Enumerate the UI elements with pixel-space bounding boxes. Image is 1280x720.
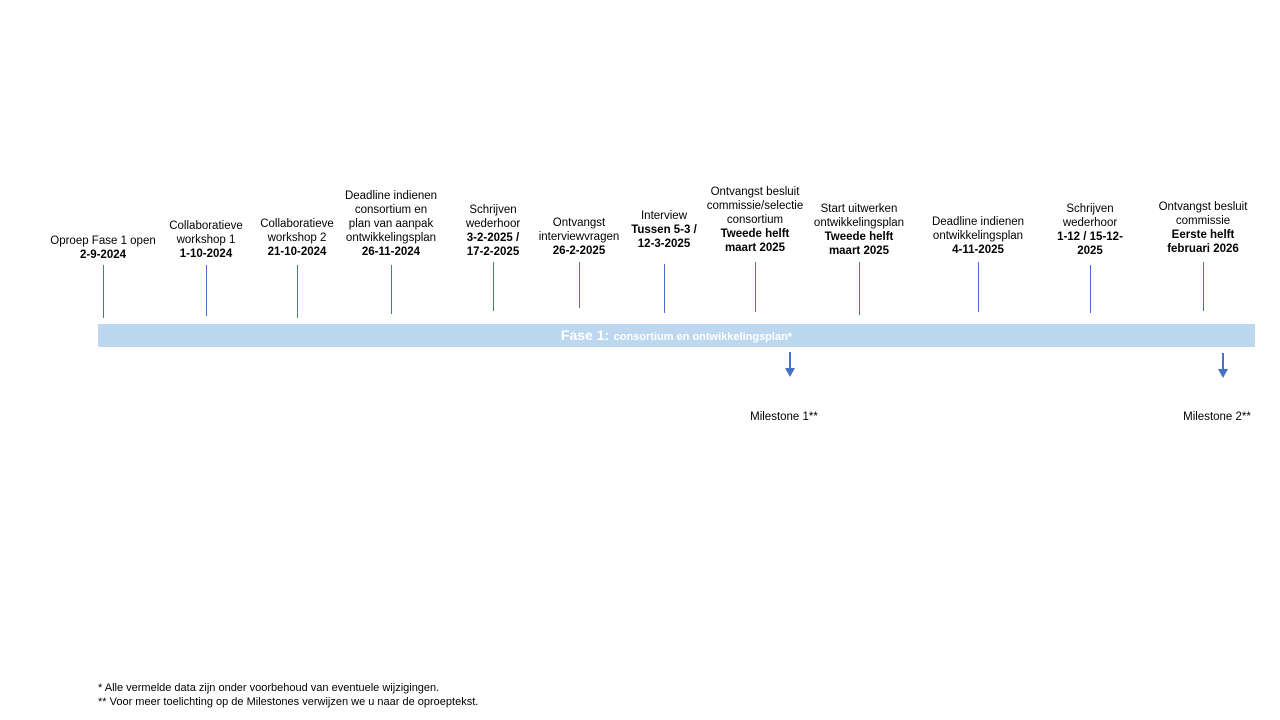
event-tick <box>1090 265 1091 313</box>
event-date: 26-2-2025 <box>552 245 606 257</box>
timeline-event: Oproep Fase 1 open 2-9-2024 <box>43 234 163 262</box>
event-label: Deadline indienen ontwikkelingsplan <box>931 216 1025 242</box>
event-label: Ontvangst besluit commissie <box>1158 201 1248 227</box>
event-tick <box>664 264 665 313</box>
event-label: Interview <box>640 210 688 222</box>
event-label: Deadline indienen consortium en plan van… <box>344 190 438 244</box>
event-date: Eerste helft februari 2026 <box>1167 229 1239 255</box>
phase-bar: Fase 1: consortium en ontwikkelingsplan* <box>98 324 1255 347</box>
event-label: Collaboratieve workshop 1 <box>169 220 243 246</box>
event-date: 1-10-2024 <box>179 248 233 260</box>
milestone-label: Milestone 2** <box>1183 411 1251 423</box>
event-tick <box>859 262 860 315</box>
timeline-event: Deadline indienen ontwikkelingsplan 4-11-… <box>918 215 1038 257</box>
event-label: Ontvangst besluit commissie/selectie con… <box>706 186 804 226</box>
event-date: Tweede helft maart 2025 <box>720 228 790 254</box>
event-label: Schrijven wederhoor <box>1062 203 1118 229</box>
event-tick <box>1203 262 1204 311</box>
phase-subtitle: consortium en ontwikkelingsplan* <box>613 331 793 343</box>
milestone-arrow <box>784 352 796 377</box>
event-label: Collaboratieve workshop 2 <box>260 218 334 244</box>
event-label: Oproep Fase 1 open <box>50 235 156 247</box>
timeline-event: Collaboratieve workshop 2 21-10-2024 <box>237 217 357 259</box>
event-date: 3-2-2025 / 17-2-2025 <box>466 232 520 258</box>
timeline-event: Collaboratieve workshop 1 1-10-2024 <box>146 219 266 261</box>
event-date: 2-9-2024 <box>79 249 127 261</box>
event-tick <box>493 262 494 311</box>
event-label: Schrijven wederhoor <box>465 204 521 230</box>
milestone-arrow <box>1217 353 1229 378</box>
event-date: 4-11-2025 <box>952 244 1004 256</box>
event-label: Ontvangst interviewvragen <box>538 217 620 243</box>
event-date: Tweede helft maart 2025 <box>824 231 894 257</box>
milestone-label: Milestone 1** <box>750 411 818 423</box>
event-date: 26-11-2024 <box>361 246 421 258</box>
event-date: 21-10-2024 <box>267 246 327 258</box>
event-tick <box>755 262 756 312</box>
timeline-event: Ontvangst interviewvragen 26-2-2025 <box>519 216 639 258</box>
footnotes: * Alle vermelde data zijn onder voorbeho… <box>98 681 478 709</box>
event-tick <box>978 262 979 312</box>
event-date: 1-12 / 15-12- 2025 <box>1057 231 1123 257</box>
event-tick <box>206 265 207 316</box>
timeline-event: Deadline indienen consortium en plan van… <box>331 189 451 259</box>
event-tick <box>297 265 298 318</box>
phase-title: Fase 1: <box>560 327 610 343</box>
event-date: Tussen 5-3 / 12-3-2025 <box>631 224 697 250</box>
footnote-milestones: ** Voor meer toelichting op de Milestone… <box>98 696 479 708</box>
footnote-dates: * Alle vermelde data zijn onder voorbeho… <box>98 682 440 694</box>
event-tick <box>391 265 392 314</box>
timeline-event: Ontvangst besluit commissie/selectie con… <box>695 185 815 255</box>
event-label: Start uitwerken ontwikkelingsplan <box>813 203 905 229</box>
event-tick <box>579 262 580 308</box>
event-tick <box>103 265 104 318</box>
